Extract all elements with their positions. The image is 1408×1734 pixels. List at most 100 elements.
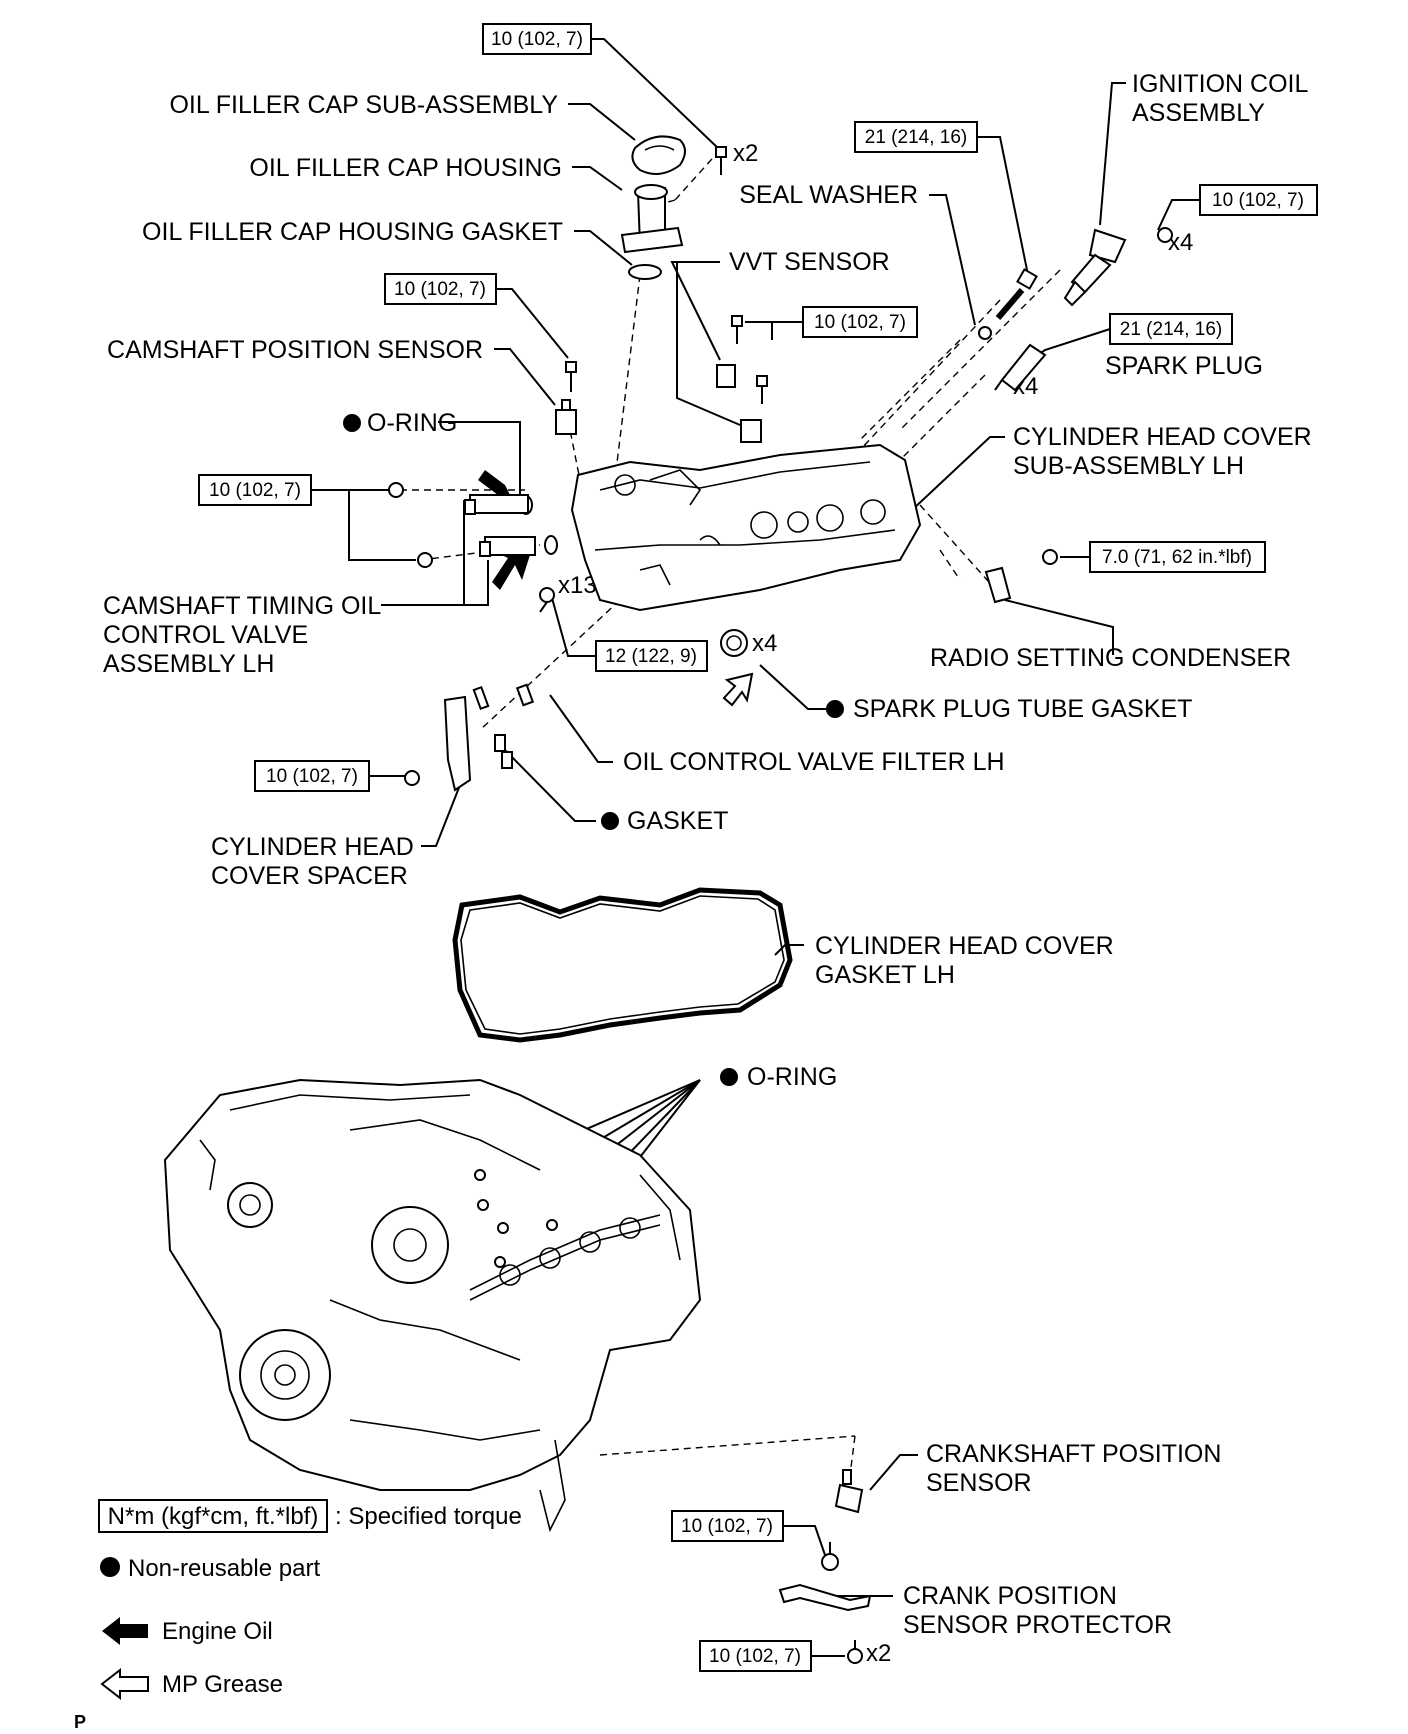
svg-text:MP Grease: MP Grease [162, 1671, 283, 1698]
label-oil-filler-housing: OIL FILLER CAP HOUSING [249, 154, 562, 182]
svg-text:10 (102, 7): 10 (102, 7) [681, 1516, 773, 1537]
torque-box-condenser-bolt: 7.0 (71, 62 in.*lbf) [1089, 541, 1266, 573]
svg-text:10 (102, 7): 10 (102, 7) [266, 766, 358, 787]
torque-box-cover-bolts: 12 (122, 9) [595, 640, 708, 672]
multiplier-tube-gasket: x4 [752, 630, 777, 657]
label-camshaft-timing-1: CAMSHAFT TIMING OIL [103, 592, 381, 620]
torque-box-spacer-bolt: 10 (102, 7) [254, 760, 370, 792]
label-cyl-head-cover-2: SUB-ASSEMBLY LH [1013, 452, 1244, 480]
label-cyl-head-gasket-1: CYLINDER HEAD COVER [815, 932, 1114, 960]
label-crank-protector-2: SENSOR PROTECTOR [903, 1611, 1172, 1639]
mp-grease-arrow-part [722, 672, 754, 707]
cyl-head-spacer-part [404, 695, 472, 792]
svg-text:7.0 (71, 62 in.*lbf): 7.0 (71, 62 in.*lbf) [1102, 547, 1252, 568]
label-cyl-head-spacer-2: COVER SPACER [211, 862, 408, 890]
oil-filler-cap-part [631, 135, 686, 175]
camshaft-timing-valve-part [464, 494, 536, 557]
label-oil-control-filter: OIL CONTROL VALVE FILTER LH [623, 748, 1005, 776]
label-o-ring-bottom: O-RING [747, 1063, 837, 1091]
crankshaft-sensor-part [834, 1469, 864, 1514]
engine-oil-arrow-2 [492, 552, 530, 590]
crank-sensor-bolt [821, 1542, 839, 1571]
legend-non-reusable: Non-reusable part [100, 1555, 320, 1582]
label-oil-filler-gasket: OIL FILLER CAP HOUSING GASKET [142, 218, 563, 246]
label-camshaft-position-sensor: CAMSHAFT POSITION SENSOR [107, 336, 483, 364]
torque-box-cam-sensor-bolt: 10 (102, 7) [384, 273, 497, 305]
svg-text:10 (102, 7): 10 (102, 7) [394, 279, 486, 300]
ignition-coil-part [1063, 227, 1173, 307]
legend-engine-oil: Engine Oil [102, 1617, 273, 1645]
label-crank-protector-1: CRANK POSITION [903, 1582, 1117, 1610]
torque-box-vvt-bolt: 10 (102, 7) [802, 306, 918, 338]
camshaft-position-sensor-part [555, 361, 577, 435]
svg-text:12 (122, 9): 12 (122, 9) [605, 646, 697, 667]
engine-block-part [163, 1078, 702, 1533]
non-reusable-dot-o-ring-top [343, 414, 361, 432]
svg-text:21 (214, 16): 21 (214, 16) [865, 127, 967, 148]
non-reusable-dot-o-ring-bottom [720, 1068, 738, 1086]
cylinder-head-cover-gasket-part [452, 887, 793, 1043]
torque-box-plug-tube-bolt: 21 (214, 16) [854, 121, 978, 153]
label-spark-plug-tube-gasket: SPARK PLUG TUBE GASKET [853, 695, 1192, 723]
plug-tube-bolt [995, 268, 1038, 320]
multiplier-oil-cap: x2 [733, 140, 758, 167]
gasket-part [494, 734, 513, 769]
label-gasket: GASKET [627, 807, 728, 835]
non-reusable-dot-gasket [601, 812, 619, 830]
cylinder-head-cover-part [570, 443, 922, 612]
label-camshaft-timing-2: CONTROL VALVE [103, 621, 308, 649]
o-ring-part-2 [544, 535, 558, 555]
vvt-sensor-part [716, 315, 768, 443]
label-camshaft-timing-3: ASSEMBLY LH [103, 650, 274, 678]
non-reusable-dot-spark-plug-tube-gasket [826, 700, 844, 718]
legend: N*m (kgf*cm, ft.*lbf) : Specified torque… [98, 1499, 522, 1701]
label-spark-plug: SPARK PLUG [1105, 352, 1263, 380]
oil-cap-bolt [715, 146, 727, 175]
torque-box-crank-sensor-bolt: 10 (102, 7) [671, 1510, 784, 1542]
cover-bolt-part [539, 587, 555, 613]
svg-text:21 (214, 16): 21 (214, 16) [1120, 319, 1222, 340]
oil-filler-gasket-part [628, 264, 662, 280]
svg-text:10 (102, 7): 10 (102, 7) [814, 312, 906, 333]
label-ignition-coil-2: ASSEMBLY [1132, 99, 1265, 127]
engine-oil-arrow-icon [102, 1617, 148, 1645]
svg-text:10 (102, 7): 10 (102, 7) [209, 480, 301, 501]
svg-text:Non-reusable part: Non-reusable part [128, 1555, 320, 1582]
svg-text:10 (102, 7): 10 (102, 7) [1212, 190, 1304, 211]
label-crankshaft-sensor-1: CRANKSHAFT POSITION [926, 1440, 1221, 1468]
cylinder-head-cover-gasket-inner [460, 895, 785, 1035]
torque-box-spark-plug: 21 (214, 16) [1109, 313, 1233, 345]
multiplier-protector: x2 [866, 1640, 891, 1667]
torque-box-crank-protector-bolt: 10 (102, 7) [699, 1640, 812, 1672]
seal-washer-part [978, 326, 992, 340]
oil-filler-housing-part [620, 184, 684, 254]
corner-mark: P [74, 1712, 86, 1732]
spark-plug-tube-gasket-part [720, 629, 748, 657]
torque-box-ignition-coil-bolts: 10 (102, 7) [1199, 184, 1318, 216]
svg-text:: Specified torque: : Specified torque [335, 1503, 522, 1530]
mp-grease-arrow-icon [100, 1667, 149, 1701]
label-vvt-sensor: VVT SENSOR [729, 248, 890, 276]
legend-mp-grease: MP Grease [100, 1667, 283, 1701]
svg-text:10 (102, 7): 10 (102, 7) [709, 1646, 801, 1667]
label-cyl-head-cover-1: CYLINDER HEAD COVER [1013, 423, 1312, 451]
label-seal-washer: SEAL WASHER [739, 181, 918, 209]
svg-text:N*m (kgf*cm, ft.*lbf): N*m (kgf*cm, ft.*lbf) [108, 1503, 319, 1530]
oil-control-filter-part [472, 683, 535, 711]
crank-protector-part [778, 1583, 872, 1612]
crank-protector-bolt [847, 1640, 863, 1664]
torque-box-oil-cap-bolts: 10 (102, 7) [482, 23, 592, 55]
label-oil-filler-cap: OIL FILLER CAP SUB-ASSEMBLY [169, 91, 558, 119]
label-cyl-head-gasket-2: GASKET LH [815, 961, 955, 989]
radio-condenser-part [984, 549, 1058, 604]
svg-text:Engine Oil: Engine Oil [162, 1618, 273, 1645]
label-radio-condenser: RADIO SETTING CONDENSER [930, 644, 1291, 672]
spark-plug-part [994, 343, 1047, 392]
label-crankshaft-sensor-2: SENSOR [926, 1469, 1032, 1497]
ocv-bolts [388, 482, 433, 568]
svg-text:10 (102, 7): 10 (102, 7) [491, 29, 583, 50]
label-cyl-head-spacer-1: CYLINDER HEAD [211, 833, 414, 861]
torque-box-ocv-bolts: 10 (102, 7) [198, 474, 312, 506]
label-ignition-coil-1: IGNITION COIL [1132, 70, 1309, 98]
